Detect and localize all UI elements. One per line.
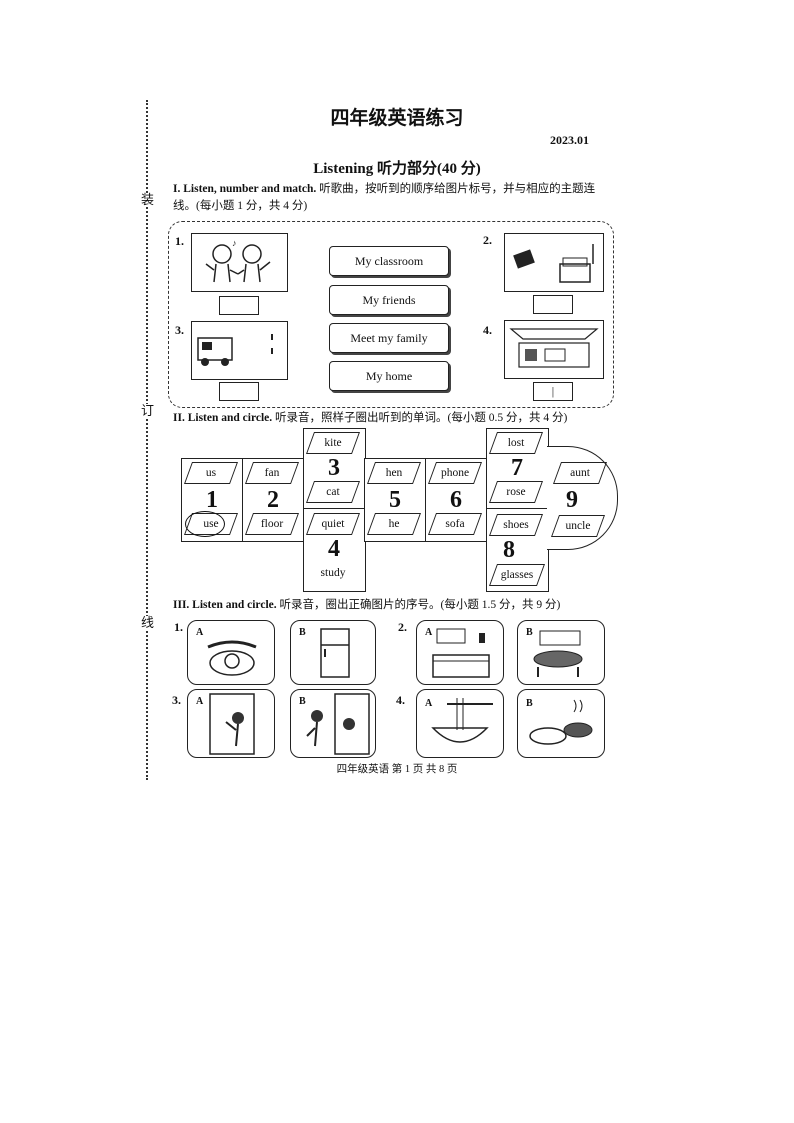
hop-number-6: 6 xyxy=(450,487,462,513)
word-rose[interactable]: rose xyxy=(488,481,544,503)
word-fan[interactable]: fan xyxy=(244,462,300,484)
word-phone[interactable]: phone xyxy=(427,462,483,484)
word-kite[interactable]: kite xyxy=(305,432,361,454)
fridge-icon[interactable]: B xyxy=(290,620,376,685)
word-us[interactable]: us xyxy=(183,462,239,484)
word-study[interactable]: study xyxy=(320,567,346,579)
page-title: 四年级英语练习 xyxy=(330,108,464,129)
part1-num-2: 2. xyxy=(483,233,492,247)
hop-number-5: 5 xyxy=(389,487,401,513)
topic-my-classroom[interactable]: My classroom xyxy=(329,246,449,276)
circle-mark-example xyxy=(185,511,225,537)
hop-number-7: 7 xyxy=(511,455,523,481)
sofa-room-icon xyxy=(504,233,604,292)
binding-line xyxy=(146,100,148,780)
word-cat[interactable]: cat xyxy=(305,481,361,503)
kitchen-room-icon xyxy=(504,320,604,379)
part3-num-3: 3. xyxy=(172,693,181,707)
hop-cell-2 xyxy=(242,458,305,542)
word-hen[interactable]: hen xyxy=(366,462,422,484)
part1-answer-box-2[interactable] xyxy=(533,295,573,314)
word-shoes[interactable]: shoes xyxy=(488,514,544,536)
word-quiet[interactable]: quiet xyxy=(305,513,361,535)
topic-meet-my-family[interactable]: Meet my family xyxy=(329,323,449,353)
girl-at-door-icon[interactable]: B xyxy=(290,689,376,758)
hop-cell-4 xyxy=(303,508,366,592)
svg-text:♪: ♪ xyxy=(232,238,237,248)
exam-date: 2023.01 xyxy=(550,133,589,147)
telephone-icon[interactable]: A xyxy=(187,620,275,685)
part3-num-4: 4. xyxy=(396,693,405,707)
hop-cell-7 xyxy=(486,428,549,510)
part1-dashed-frame xyxy=(168,221,614,408)
hop-number-4: 4 xyxy=(328,536,340,562)
two-girls-singing-icon: ♪ xyxy=(191,233,288,292)
part1-num-4: 4. xyxy=(483,323,492,337)
part3-num-2: 2. xyxy=(398,620,407,634)
binding-char-xian: 线 xyxy=(141,615,155,630)
page-footer: 四年级英语 第 1 页 共 8 页 xyxy=(336,764,458,775)
part1-num-1: 1. xyxy=(175,234,184,248)
hop-cell-3 xyxy=(303,428,366,510)
part1-answer-box-1[interactable] xyxy=(219,296,259,315)
school-bus-icon xyxy=(191,321,288,380)
dining-table-icon[interactable]: B xyxy=(517,620,605,685)
word-aunt[interactable]: aunt xyxy=(552,462,608,484)
kitchen-icon[interactable]: A xyxy=(416,620,504,685)
binding-char-zhuang: 装 xyxy=(141,192,155,207)
word-sofa[interactable]: sofa xyxy=(427,513,483,535)
binding-char-ding: 订 xyxy=(141,403,155,418)
topic-my-home[interactable]: My home xyxy=(329,361,449,391)
part3-heading-cn: 听录音，圈出正确图片的序号。(每小题 1.5 分，共 9 分) xyxy=(276,599,561,611)
part2-heading-en: II. Listen and circle. xyxy=(173,412,273,424)
word-he[interactable]: he xyxy=(366,513,422,535)
part3-num-1: 1. xyxy=(174,620,183,634)
hop-number-2: 2 xyxy=(267,487,279,513)
part1-num-3: 3. xyxy=(175,323,184,337)
word-glasses[interactable]: glasses xyxy=(488,564,546,586)
part1-answer-box-4[interactable]: | xyxy=(533,382,573,401)
hop-number-8: 8 xyxy=(503,537,515,563)
hop-number-9: 9 xyxy=(566,487,578,513)
word-floor[interactable]: floor xyxy=(244,513,300,535)
part3-heading: III. Listen and circle. 听录音，圈出正确图片的序号。(每… xyxy=(173,597,633,614)
part1-answer-box-3[interactable] xyxy=(219,382,259,401)
girl-cleaning-window-icon[interactable]: A xyxy=(187,689,275,758)
part1-heading: I. Listen, number and match. 听歌曲，按听到的顺序给… xyxy=(173,181,633,215)
part2-heading: II. Listen and circle. 听录音，照样子圈出听到的单词。(每… xyxy=(173,410,633,427)
topic-my-friends[interactable]: My friends xyxy=(329,285,449,315)
hop-cell-5 xyxy=(364,458,427,542)
part1-heading-en: I. Listen, number and match. xyxy=(173,183,317,195)
part2-heading-cn: 听录音，照样子圈出听到的单词。(每小题 0.5 分，共 4 分) xyxy=(272,412,568,424)
hop-cell-8 xyxy=(486,508,549,592)
part1-heading-cn: 听歌曲，按听到的顺序给图片标号，并与相应的主题连 xyxy=(316,183,596,195)
word-uncle[interactable]: uncle xyxy=(550,515,606,537)
hop-number-3: 3 xyxy=(328,455,340,481)
section-title: Listening 听力部分(40 分) xyxy=(313,161,481,177)
part3-heading-en: III. Listen and circle. xyxy=(173,599,277,611)
dumplings-plate-icon[interactable]: B xyxy=(517,689,605,758)
word-lost[interactable]: lost xyxy=(488,432,544,454)
noodles-bowl-icon[interactable]: A xyxy=(416,689,504,758)
hop-number-1: 1 xyxy=(206,487,218,513)
part1-heading-cn2: 线。(每小题 1 分，共 4 分) xyxy=(173,200,308,212)
